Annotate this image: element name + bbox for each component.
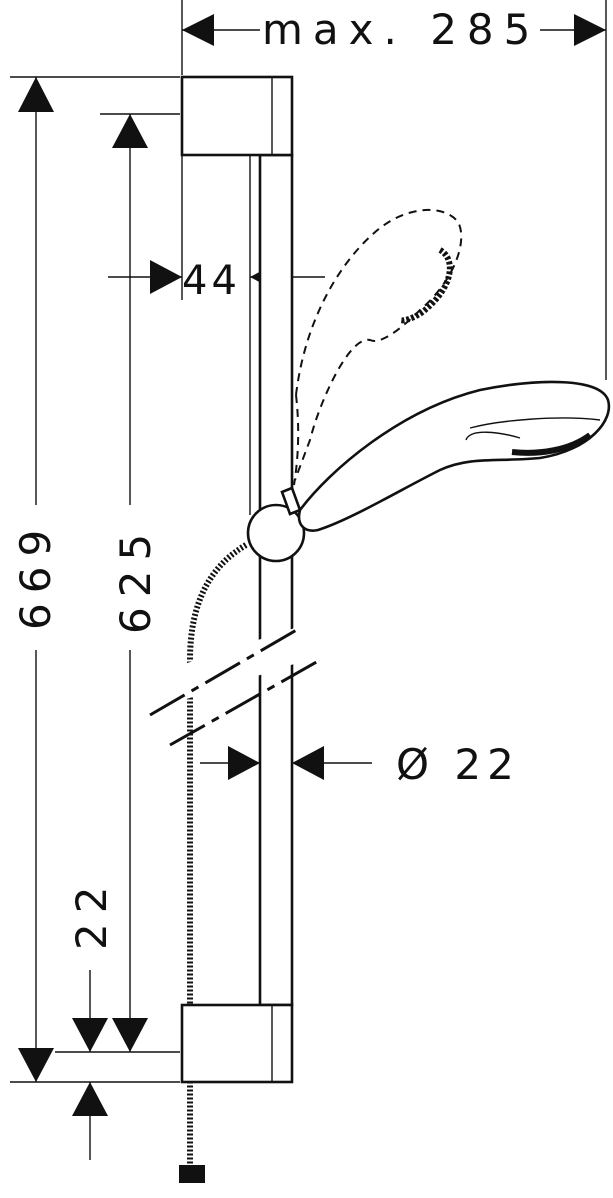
shower-hose — [179, 542, 248, 1183]
max-width-dimension: max. 285 — [181, 0, 607, 380]
arrow-left-icon — [292, 746, 324, 780]
arrow-right-icon — [150, 260, 182, 294]
wall-offset-label: 44 — [182, 258, 241, 304]
bar-diameter-label: Ø 22 — [396, 740, 520, 789]
arrow-right-icon — [574, 14, 606, 46]
bottom-offset-label: 22 — [67, 877, 116, 950]
total-height-dimension: 669 — [10, 76, 180, 1083]
hose-nut — [179, 1165, 205, 1183]
bottom-wall-bracket — [180, 1003, 294, 1084]
arrow-down-icon — [18, 1048, 54, 1082]
handshower-alternate-position — [293, 209, 463, 486]
bar-diameter-dimension: Ø 22 — [200, 740, 520, 789]
arrow-up-icon — [18, 77, 54, 112]
total-height-label: 669 — [11, 520, 60, 630]
arrow-right-icon — [228, 746, 260, 780]
arrow-up-icon — [72, 1082, 108, 1116]
arrow-down-icon — [112, 1018, 148, 1052]
bottom-offset-dimension: 22 — [55, 877, 180, 1160]
arrow-left-icon — [182, 14, 214, 46]
bar-length-label: 625 — [111, 524, 160, 634]
max-width-label: max. 285 — [262, 5, 540, 54]
top-wall-bracket — [180, 75, 294, 157]
bar-length-dimension: 625 — [100, 113, 180, 1052]
handshower — [297, 380, 611, 532]
arrow-down-icon — [72, 1018, 108, 1052]
break-lines — [141, 622, 324, 747]
arrow-up-icon — [112, 114, 148, 148]
slide-bar — [180, 75, 294, 1084]
